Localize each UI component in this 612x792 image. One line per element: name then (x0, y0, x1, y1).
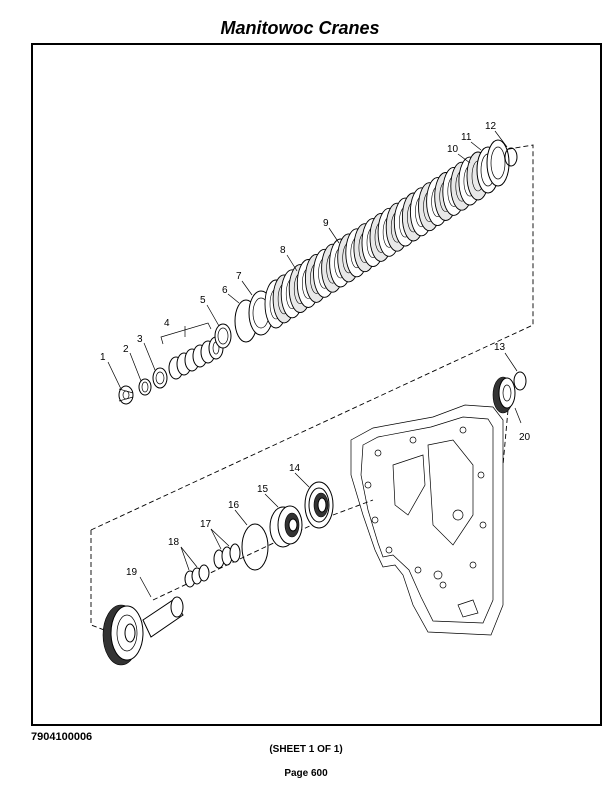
part-11-end-plate (486, 139, 510, 187)
page-title: Manitowoc Cranes (220, 18, 380, 38)
callout-16: 16 (228, 500, 240, 511)
callout-12: 12 (485, 121, 497, 132)
clutch-pack-assembly (118, 139, 518, 405)
callout-2: 2 (123, 344, 129, 355)
callout-1: 1 (100, 352, 106, 363)
callout-19: 19 (126, 567, 138, 578)
callout-6: 6 (222, 285, 228, 296)
callout-14: 14 (289, 463, 301, 474)
part-housing (350, 404, 504, 636)
sheet-indicator: (SHEET 1 OF 1) (269, 744, 343, 755)
page-number: Page 600 (284, 768, 328, 779)
callout-9: 9 (323, 218, 329, 229)
parts-8-9-clutch-discs (264, 151, 490, 329)
guide-line-gear (502, 409, 509, 466)
part-14-bearing (304, 481, 334, 529)
part-2-snap-ring (138, 378, 152, 396)
callout-17: 17 (200, 519, 212, 530)
part-20-gear (492, 376, 516, 414)
part-3-washer (152, 367, 168, 389)
callout-4: 4 (164, 318, 170, 329)
part-1-needle-bearing (118, 385, 134, 405)
part-18-seal-rings (184, 564, 210, 588)
callout-labels: 1 2 3 4 5 6 7 8 9 10 11 12 13 14 15 16 1… (100, 121, 531, 578)
leader-lines (107, 130, 522, 598)
callout-7: 7 (236, 271, 242, 282)
callout-18: 18 (168, 537, 180, 548)
part-15-hub (269, 505, 303, 548)
callout-20: 20 (519, 432, 531, 443)
callout-8: 8 (280, 245, 286, 256)
callout-10: 10 (447, 144, 459, 155)
part-19-input-shaft-gear (102, 596, 184, 666)
guide-line-upper (90, 144, 534, 531)
assembly-guide-lines (90, 144, 534, 638)
exploded-parts-diagram: 1 2 3 4 5 6 7 8 9 10 11 12 13 14 15 16 1… (90, 121, 534, 666)
part-13-snap-ring (513, 371, 527, 391)
part-5-retainer-ring (214, 323, 232, 349)
callout-11: 11 (461, 132, 472, 143)
callout-15: 15 (257, 484, 269, 495)
part-4-spring-pack (168, 336, 224, 380)
part-12-snap-ring (504, 147, 518, 167)
guide-line-housing (332, 499, 374, 516)
part-17-seal-rings (213, 543, 241, 569)
part-16-o-ring (241, 523, 269, 571)
document-number: 7904100006 (31, 731, 93, 743)
callout-13: 13 (494, 342, 506, 353)
diagram-frame: 1 2 3 4 5 6 7 8 9 10 11 12 13 14 15 16 1… (31, 43, 602, 726)
callout-5: 5 (200, 295, 206, 306)
callout-3: 3 (137, 334, 143, 345)
